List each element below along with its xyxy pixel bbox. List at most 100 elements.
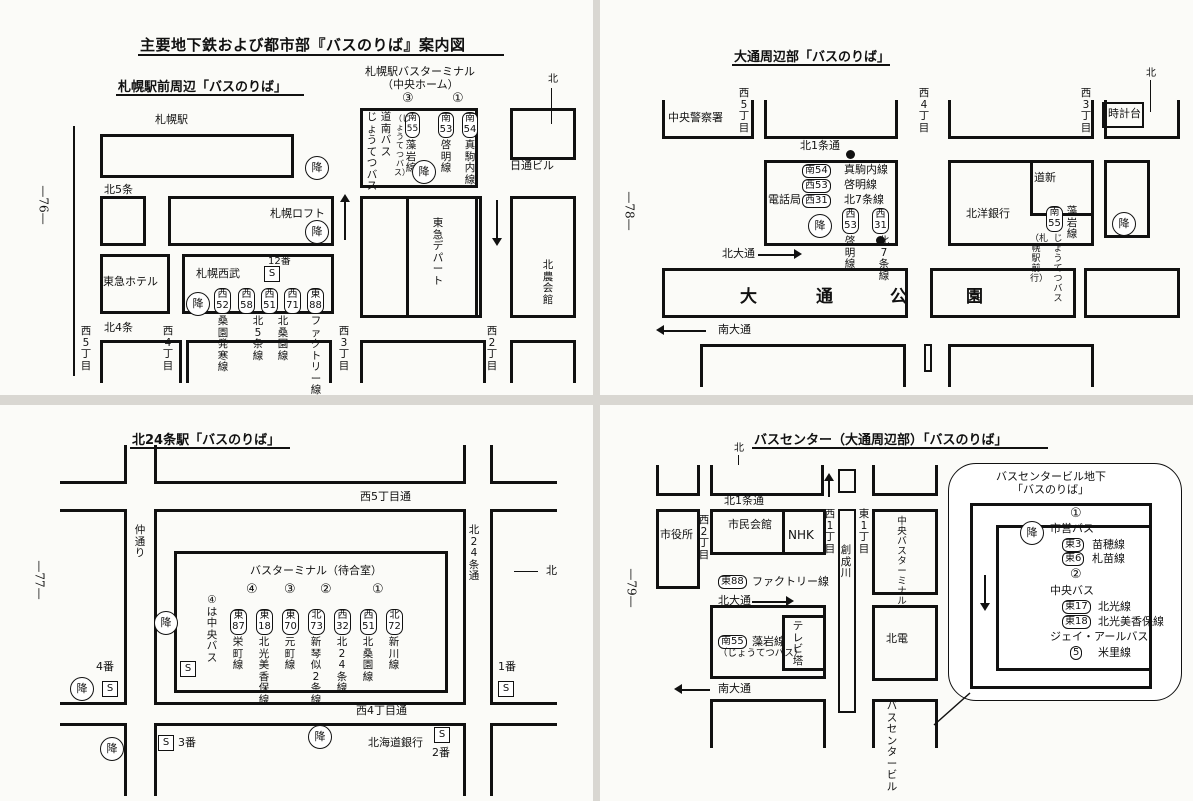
bc-basement-inner: [996, 525, 1149, 671]
label-sakaemachi: 栄町線: [232, 636, 244, 671]
page-number: —76—: [36, 185, 51, 225]
route-higashi88: 東88: [718, 575, 747, 589]
label-nishi3: 西3丁目: [338, 325, 350, 372]
stop-dot: [846, 150, 855, 159]
route-higashi70: 東70: [282, 609, 299, 635]
label-moiwa: 藻岩線: [405, 139, 417, 174]
label-bc-bldg: バスセンタービル: [886, 700, 898, 793]
block-tokyu-dept-inner: [406, 196, 482, 318]
gate-1: ①: [372, 582, 384, 597]
alight-icon: 降: [1112, 212, 1136, 236]
block-police: [662, 100, 754, 139]
label-hokkaido-bank: 北海道銀行: [368, 736, 423, 749]
label-terminal-sub: （中央ホーム）: [382, 78, 459, 91]
subtitle-underline: [732, 64, 890, 66]
gate-1: ①: [1070, 506, 1082, 521]
block-terminal-outer: [154, 509, 466, 705]
route-higashi6: 東6: [1062, 552, 1085, 566]
label-moiwa: 藻岩線: [752, 635, 785, 648]
label-factory: ファクトリー線: [310, 315, 322, 395]
label-gate12: 12番: [268, 256, 291, 267]
gate-4: ④: [246, 582, 258, 597]
map-subtitle: 大通周辺部「バスのりば」: [734, 50, 891, 65]
label-sosei: 創成川: [840, 544, 852, 579]
label-bubble-sub: 「バスのりば」: [1012, 483, 1089, 496]
route-nishi58: 西58: [238, 288, 255, 314]
north-arrow-icon: [1150, 80, 1151, 112]
label-naebo: 苗穂線: [1092, 538, 1125, 551]
route-higashi3: 東3: [1062, 538, 1085, 552]
label-hokuden: 北電: [886, 632, 908, 645]
label-kita1jo: 北1条通: [800, 139, 840, 152]
block-seibu: [182, 254, 334, 314]
arrow-east: [758, 254, 794, 256]
label-doshin: 道新: [1034, 171, 1056, 184]
north-label: 北: [548, 74, 558, 85]
label-chuo: 中央バス: [1050, 584, 1094, 597]
label-yonesato: 米里線: [1098, 646, 1131, 659]
label-nittsu: 日通ビル: [510, 159, 554, 172]
block-a: [100, 196, 146, 246]
label-loft: 札幌ロフト: [270, 207, 325, 220]
gate-2: ②: [1070, 567, 1082, 582]
north-label: 北: [734, 443, 744, 454]
median: [924, 344, 932, 372]
map-kita24: 北24条駅「バスのりば」 —77— 西5丁目通 西4丁目通 仲通り 北24条通 …: [0, 405, 593, 801]
label-tokyu-hotel: 東急ホテル: [103, 275, 158, 288]
route-nishi31: 西31: [872, 208, 889, 234]
route-nishi32: 西32: [334, 609, 351, 635]
arrow-north: [828, 477, 830, 497]
route-nishi52: 西52: [214, 288, 231, 314]
alight-icon: 降: [808, 214, 832, 238]
label-makomanai: 真駒内線: [464, 139, 476, 186]
label-moiwa-sub: （札幌駅前行）: [1030, 234, 1049, 284]
alight-icon: 降: [70, 677, 94, 701]
stop-dot: [876, 236, 885, 245]
bus-stop-icon: S: [180, 661, 196, 677]
route-higashi18: 東18: [1062, 615, 1091, 629]
label-jr-bus: ジェイ・アールバス: [1050, 630, 1149, 643]
block-park-3: [1084, 268, 1180, 318]
alight-icon: 降: [305, 220, 329, 244]
block-sw: [60, 723, 127, 796]
alight-icon: 降: [1020, 521, 1044, 545]
label-higashi1: 東1丁目: [858, 508, 870, 555]
map-subtitle: 札幌駅前周辺「バスのりば」: [118, 80, 288, 95]
label-chuo-note: ④は中央バス: [206, 594, 218, 664]
route-higashi17: 東17: [1062, 600, 1091, 614]
park-char-2: 通: [816, 287, 833, 307]
label-moiwa: 藻岩線: [1066, 205, 1078, 240]
route-higashi87: 東87: [230, 609, 247, 635]
label-nishi5: 西5丁目: [80, 325, 92, 372]
route-nishi51: 西51: [261, 288, 278, 314]
park-char-3: 公: [890, 287, 907, 307]
bus-stop-icon: S: [102, 681, 118, 697]
label-tv-tower: テレビ塔: [792, 620, 804, 667]
bus-stop-icon: S: [158, 735, 174, 751]
alight-icon: 降: [305, 156, 329, 180]
callout-bubble: [948, 463, 1182, 701]
page-number: —77—: [32, 560, 47, 600]
block-nhk: [782, 509, 826, 555]
direction-arrow-south: [496, 200, 498, 240]
label-gate4: 4番: [96, 660, 114, 673]
label-chuo-terminal: 中央バスターミナル: [897, 516, 907, 607]
route-nishi53: 西53: [802, 179, 831, 193]
label-minami-odori: 南大通: [718, 682, 751, 695]
label-denwa: 電話局: [768, 193, 801, 206]
north-label: 北: [546, 564, 557, 577]
block-loft: [168, 196, 334, 246]
route-minami55: 南55: [718, 635, 747, 649]
route-higashi18: 東18: [256, 609, 273, 635]
label-nishi1: 西1丁目: [824, 508, 836, 555]
block-park-2: [930, 268, 1076, 318]
guide-title: 主要地下鉄および都市部『バスのりば』案内図: [140, 36, 466, 54]
block-n: [154, 445, 466, 484]
block-east: [510, 196, 576, 318]
subtitle-underline: [752, 447, 1048, 449]
map-subtitle: バスセンター（大通周辺部）「バスのりば」: [754, 433, 1008, 448]
block-s: [186, 340, 332, 383]
alight-icon: 降: [308, 725, 332, 749]
label-kita7jo-v: 北7条線: [878, 235, 890, 282]
